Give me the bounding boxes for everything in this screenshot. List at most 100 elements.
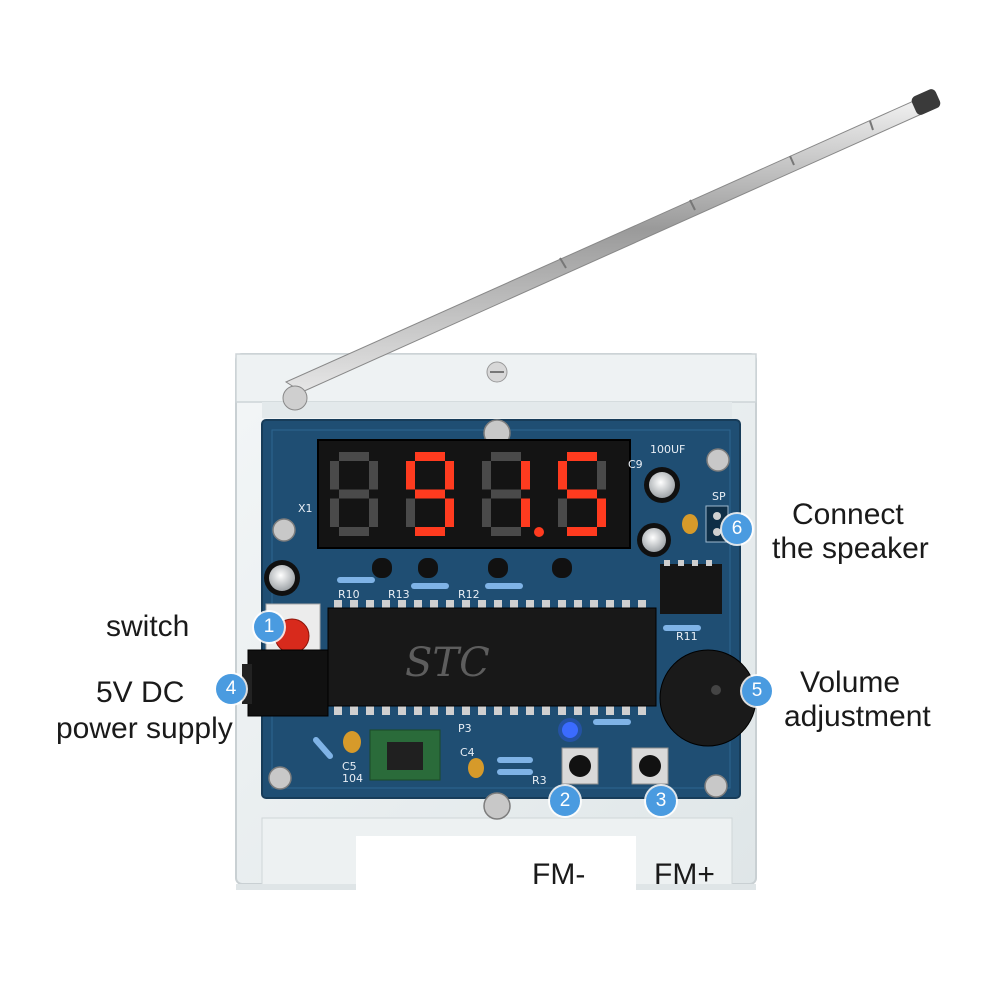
display-digit-1-segment-b: [369, 461, 378, 490]
chip-pin: [462, 706, 470, 715]
chip-pin: [366, 600, 374, 609]
chip-pin: [590, 706, 598, 715]
chip-pin: [446, 706, 454, 715]
display-digit-4-segment-d: [567, 527, 597, 536]
chip-pin: [590, 600, 598, 609]
fm-minus-button[interactable]: [561, 747, 599, 785]
label-speaker-line2: the speaker: [772, 532, 929, 565]
display-digit-4-segment-c: [597, 498, 606, 527]
display-decimal-point: [534, 527, 544, 537]
callout-badge-6: 6: [722, 514, 752, 544]
mcu-chip: STC: [327, 600, 657, 715]
chip-pin: [414, 600, 422, 609]
svg-text:R3: R3: [532, 774, 547, 787]
display-digit-2-segment-a: [415, 452, 445, 461]
chip-pin: [334, 600, 342, 609]
display-digit-2-segment-g: [415, 489, 445, 499]
svg-text:R11: R11: [676, 630, 698, 643]
chip-pin: [446, 600, 454, 609]
display-digit-3-segment-f: [482, 461, 491, 490]
chip-pin: [510, 600, 518, 609]
display-digit-1-segment-f: [330, 461, 339, 490]
volume-knob[interactable]: [659, 649, 757, 747]
chip-pin: [606, 600, 614, 609]
chip-pin: [606, 706, 614, 715]
chip-pin: [494, 706, 502, 715]
label-power-supply-line2: power supply: [56, 712, 233, 745]
display-digit-3-segment-d: [491, 527, 521, 536]
chip-pin: [574, 706, 582, 715]
display-digit-4-segment-a: [567, 452, 597, 461]
svg-text:104: 104: [342, 772, 363, 785]
chip-marking: STC: [405, 640, 490, 686]
chip-pin: [462, 600, 470, 609]
display-digit-2-segment-b: [445, 461, 454, 490]
chip-pin: [350, 706, 358, 715]
display-digit-3-segment-g: [491, 489, 521, 499]
svg-text:SP: SP: [712, 490, 726, 503]
display-digit-4-segment-e: [558, 498, 567, 527]
display-digit-3-segment-b: [521, 461, 530, 490]
display-digit-3-segment-e: [482, 498, 491, 527]
chip-pin: [398, 706, 406, 715]
label-volume-line2: adjustment: [784, 700, 931, 733]
chip-pin: [334, 706, 342, 715]
display-digit-1-segment-e: [330, 498, 339, 527]
svg-text:R12: R12: [458, 588, 480, 601]
chip-pin: [542, 600, 550, 609]
display-digit-4-segment-g: [567, 489, 597, 499]
chip-pin: [574, 600, 582, 609]
svg-text:X1: X1: [298, 502, 313, 515]
callout-badge-3: 3: [646, 786, 676, 816]
chip-pin: [510, 706, 518, 715]
display-digit-2-segment-d: [415, 527, 445, 536]
blue-led: [558, 718, 582, 742]
callout-badge-2: 2: [550, 786, 580, 816]
display-digit-1-segment-a: [339, 452, 369, 461]
chip-pin: [478, 706, 486, 715]
chip-pin: [526, 706, 534, 715]
fm-plus-button[interactable]: [631, 747, 669, 785]
display-digit-4-segment-f: [558, 461, 567, 490]
callout-badge-5: 5: [742, 676, 772, 706]
chip-pin: [430, 600, 438, 609]
display-digit-2-segment-c: [445, 498, 454, 527]
display-digit-1-segment-d: [339, 527, 369, 536]
display-digit-4-segment-b: [597, 461, 606, 490]
callout-badge-1: 1: [254, 612, 284, 642]
label-power-supply-line1: 5V DC: [96, 676, 185, 709]
svg-text:C4: C4: [460, 746, 475, 759]
chip-pin: [414, 706, 422, 715]
display-digit-2-segment-f: [406, 461, 415, 490]
silkscreen-labels: 100UF C9 X1 R10 R13 R12 R11 C5 104 C4 P3…: [298, 443, 726, 787]
seven-segment-display: [317, 439, 631, 549]
chip-pin: [382, 706, 390, 715]
chip-pin: [638, 706, 646, 715]
chip-pin: [478, 600, 486, 609]
chip-pin: [398, 600, 406, 609]
chip-pin: [494, 600, 502, 609]
chip-pin: [638, 600, 646, 609]
chip-pin: [430, 706, 438, 715]
display-digit-1-segment-g: [339, 489, 369, 499]
chip-pin: [558, 706, 566, 715]
label-speaker-line1: Connect: [792, 498, 904, 531]
chip-pin: [622, 706, 630, 715]
label-switch: switch: [106, 610, 190, 643]
chip-pin: [350, 600, 358, 609]
callout-badge-4: 4: [216, 674, 246, 704]
small-components: [313, 514, 722, 781]
svg-text:100UF: 100UF: [650, 443, 685, 456]
chip-pin: [366, 706, 374, 715]
telescopic-antenna: [282, 89, 941, 411]
svg-text:R13: R13: [388, 588, 410, 601]
svg-text:C9: C9: [628, 458, 643, 471]
label-fm-minus: FM-: [532, 858, 586, 891]
display-digit-3-segment-c: [521, 498, 530, 527]
dc-power-jack[interactable]: [242, 649, 329, 717]
chip-pin: [542, 706, 550, 715]
display-digit-3-segment-a: [491, 452, 521, 461]
chip-pin: [526, 600, 534, 609]
label-fm-plus: FM+: [654, 858, 715, 891]
